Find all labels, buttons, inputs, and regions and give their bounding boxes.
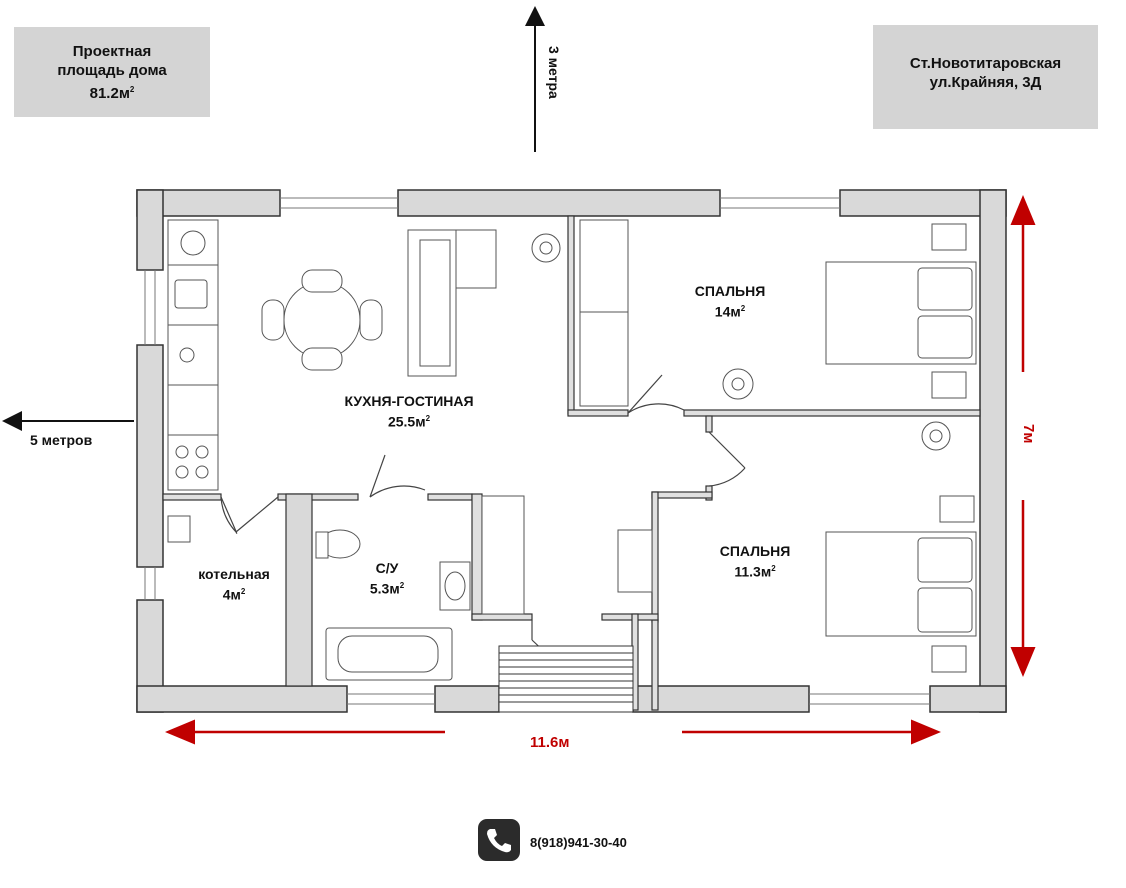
area-box: Проектная площадь дома 81.2м2 xyxy=(14,27,210,117)
area-sup: 2 xyxy=(129,85,135,94)
room-boiler-sup: 2 xyxy=(240,587,246,596)
area-value: 81.2м xyxy=(89,85,130,102)
room-bedroom2-sup: 2 xyxy=(771,564,776,573)
room-bedroom1-area: 14м xyxy=(714,303,741,320)
room-bath-name: С/У xyxy=(375,560,399,576)
wardrobes xyxy=(481,219,653,615)
dimension-arrows-red xyxy=(165,195,1036,745)
room-boiler-area: 4м xyxy=(222,586,241,603)
room-bedroom2-label: СПАЛЬНЯ 11.3м2 xyxy=(720,543,791,581)
dimension-depth-label: 7м xyxy=(1020,424,1037,444)
plants xyxy=(531,233,951,451)
beds xyxy=(825,223,977,673)
room-kitchen-name: КУХНЯ-ГОСТИНАЯ xyxy=(344,393,474,409)
dimension-west-label: 5 метров xyxy=(30,432,93,448)
room-boiler-name: котельная xyxy=(198,566,270,582)
dimension-arrows-black xyxy=(2,6,545,431)
room-bedroom1-name: СПАЛЬНЯ xyxy=(694,283,766,299)
address-box: Ст.Новотитаровская ул.Крайняя, 3Д xyxy=(873,25,1098,129)
address-line1: Ст.Новотитаровская xyxy=(909,55,1062,72)
kitchen-counter xyxy=(167,219,219,491)
dimension-north-label: 3 метра xyxy=(546,46,562,99)
phone-number[interactable]: 8(918)941-30-40 xyxy=(530,835,627,850)
room-bedroom2-name: СПАЛЬНЯ xyxy=(719,543,791,559)
entry-stairs xyxy=(498,645,634,713)
bathroom-fixtures xyxy=(167,515,471,681)
address-line2: ул.Крайняя, 3Д xyxy=(929,74,1042,91)
area-line2: площадь дома xyxy=(57,62,167,79)
room-bath-label: С/У 5.3м2 xyxy=(370,560,404,598)
room-kitchen-area: 25.5м xyxy=(387,413,426,430)
room-bedroom1-sup: 2 xyxy=(740,304,746,313)
room-kitchen-label: КУХНЯ-ГОСТИНАЯ 25.5м2 xyxy=(344,393,473,431)
room-kitchen-sup: 2 xyxy=(425,414,431,423)
room-bath-area: 5.3м xyxy=(369,580,400,597)
room-bedroom1-label: СПАЛЬНЯ 14м2 xyxy=(695,283,766,321)
area-line1: Проектная xyxy=(72,43,152,60)
dimension-width-label: 11.6м xyxy=(530,734,570,751)
exterior-walls xyxy=(136,189,1007,713)
room-bedroom2-area: 11.3м xyxy=(734,563,772,580)
sofa xyxy=(407,229,497,377)
phone-icon xyxy=(478,819,520,861)
room-bath-sup: 2 xyxy=(399,581,405,590)
windows xyxy=(144,197,930,705)
interior-walls xyxy=(162,215,981,711)
dining-table xyxy=(261,269,383,371)
room-boiler-label: котельная 4м2 xyxy=(198,566,270,604)
